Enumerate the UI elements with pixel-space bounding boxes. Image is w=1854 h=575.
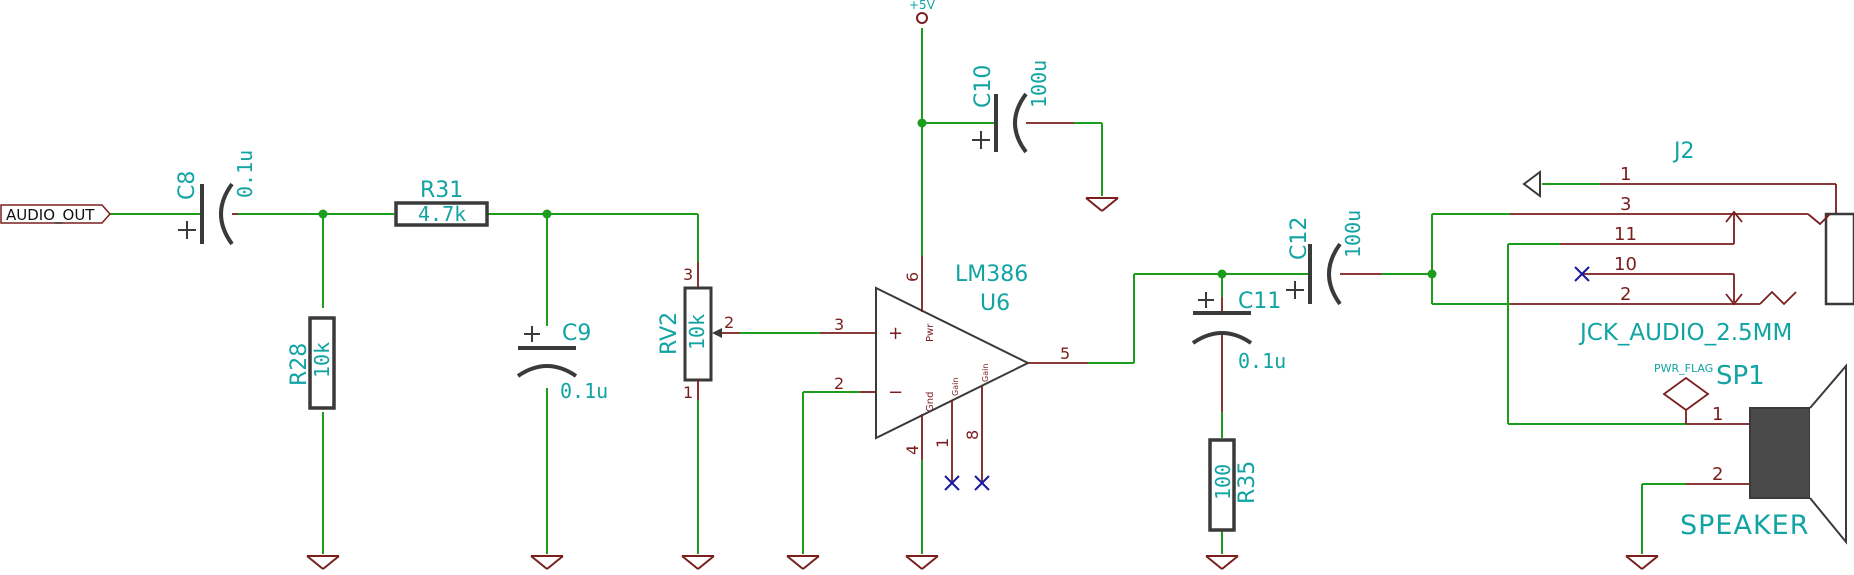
ground-icon	[1085, 197, 1119, 212]
resistor-r35[interactable]: 100 R35	[1208, 438, 1260, 532]
rv2-pin2: 2	[724, 313, 734, 332]
c10-value: 100u	[1027, 60, 1051, 108]
c9-ref: C9	[562, 321, 591, 346]
u6-pin1: 1	[933, 438, 952, 448]
sp1-pin1: 1	[1712, 404, 1723, 425]
j2-pin1: 1	[1620, 164, 1631, 185]
sp1-pin2: 2	[1712, 464, 1723, 485]
ground-icon	[530, 555, 564, 570]
capacitor-c12[interactable]: C12 100u	[1286, 210, 1382, 306]
r31-ref: R31	[420, 178, 463, 203]
j2-pin3: 3	[1620, 194, 1631, 215]
u6-plus: +	[888, 323, 903, 344]
u6-pin5: 5	[1060, 344, 1070, 363]
u6-ref: U6	[980, 291, 1010, 316]
j2-ref: J2	[1672, 139, 1695, 164]
junctions	[318, 118, 1437, 279]
u6-gain8-label: Gain	[981, 364, 990, 382]
noconnect-icon	[1574, 266, 1590, 282]
c8-value: 0.1u	[233, 150, 257, 198]
r28-ref: R28	[287, 343, 312, 386]
r31-value: 4.7k	[418, 202, 466, 226]
j2-pin2: 2	[1620, 284, 1631, 305]
capacitor-c10[interactable]: C10 100u	[971, 60, 1074, 154]
speaker-sp1[interactable]: 1 2 SP1 SPEAKER	[1680, 361, 1847, 545]
pwr-flag-label: PWR_FLAG	[1654, 362, 1713, 375]
ground-icon	[306, 555, 340, 570]
ground-icon	[905, 555, 939, 570]
c10-ref: C10	[971, 65, 996, 108]
audio-jack-j2[interactable]: 1 3 11 10 2 J2 JCK_AUDIO_2.5MM	[1510, 139, 1854, 346]
wires	[110, 28, 1686, 554]
rv2-pin1: 1	[683, 383, 693, 402]
capacitor-c9[interactable]: C9 0.1u	[516, 321, 608, 403]
pwr-flag[interactable]: PWR_FLAG	[1654, 362, 1713, 424]
u6-minus: −	[888, 382, 903, 403]
u6-gnd-label: Gnd	[925, 392, 936, 412]
ground-icon	[786, 555, 820, 570]
audio-out-text: AUDIO_OUT	[6, 206, 95, 225]
capacitor-c11[interactable]: C11 0.1u	[1191, 289, 1286, 412]
ground-icon	[1625, 555, 1659, 570]
noconnect-icon	[944, 475, 990, 491]
u6-pin3: 3	[834, 315, 844, 334]
ground-symbols	[306, 197, 1659, 570]
c9-value: 0.1u	[560, 379, 608, 403]
j2-pin11: 11	[1614, 224, 1637, 245]
sp1-value: SPEAKER	[1680, 510, 1809, 541]
resistor-r28[interactable]: R28 10k	[287, 316, 336, 410]
rv2-ref: RV2	[657, 312, 682, 355]
c11-ref: C11	[1238, 289, 1281, 314]
c12-ref: C12	[1287, 217, 1312, 260]
u6-pwr-label: Pwr	[925, 323, 936, 342]
vcc-label: +5V	[909, 0, 936, 12]
sp1-ref: SP1	[1716, 361, 1765, 391]
c12-value: 100u	[1341, 210, 1365, 258]
u6-gain1-label: Gain	[951, 378, 960, 396]
u6-pin8: 8	[963, 430, 982, 440]
rv2-pin3: 3	[683, 265, 693, 284]
r35-ref: R35	[1235, 461, 1260, 504]
u6-pin6: 6	[903, 272, 922, 282]
j2-pin10: 10	[1614, 254, 1637, 275]
vcc-symbol[interactable]: +5V	[909, 0, 936, 24]
ground-icon	[681, 555, 715, 570]
r28-value: 10k	[310, 342, 334, 378]
rv2-value: 10k	[685, 314, 709, 350]
u6-value: LM386	[955, 262, 1028, 287]
ground-icon	[1205, 555, 1239, 570]
potentiometer-rv2[interactable]: 3 1 2 RV2 10k	[657, 262, 740, 402]
j2-value: JCK_AUDIO_2.5MM	[1578, 320, 1792, 346]
capacitor-c8[interactable]: C8 0.1u	[150, 150, 257, 246]
opamp-u6[interactable]: + − 3 2 5 6 4 1 8 Pwr Gnd Gain Gain LM38…	[820, 256, 1088, 491]
u6-pin4: 4	[903, 445, 922, 455]
resistor-r31[interactable]: R31 4.7k	[394, 178, 489, 227]
u6-pin2: 2	[834, 374, 844, 393]
r35-value: 100	[1211, 464, 1235, 500]
audio-out-label[interactable]: AUDIO_OUT	[0, 204, 112, 225]
c11-value: 0.1u	[1238, 349, 1286, 373]
c8-ref: C8	[175, 171, 200, 200]
